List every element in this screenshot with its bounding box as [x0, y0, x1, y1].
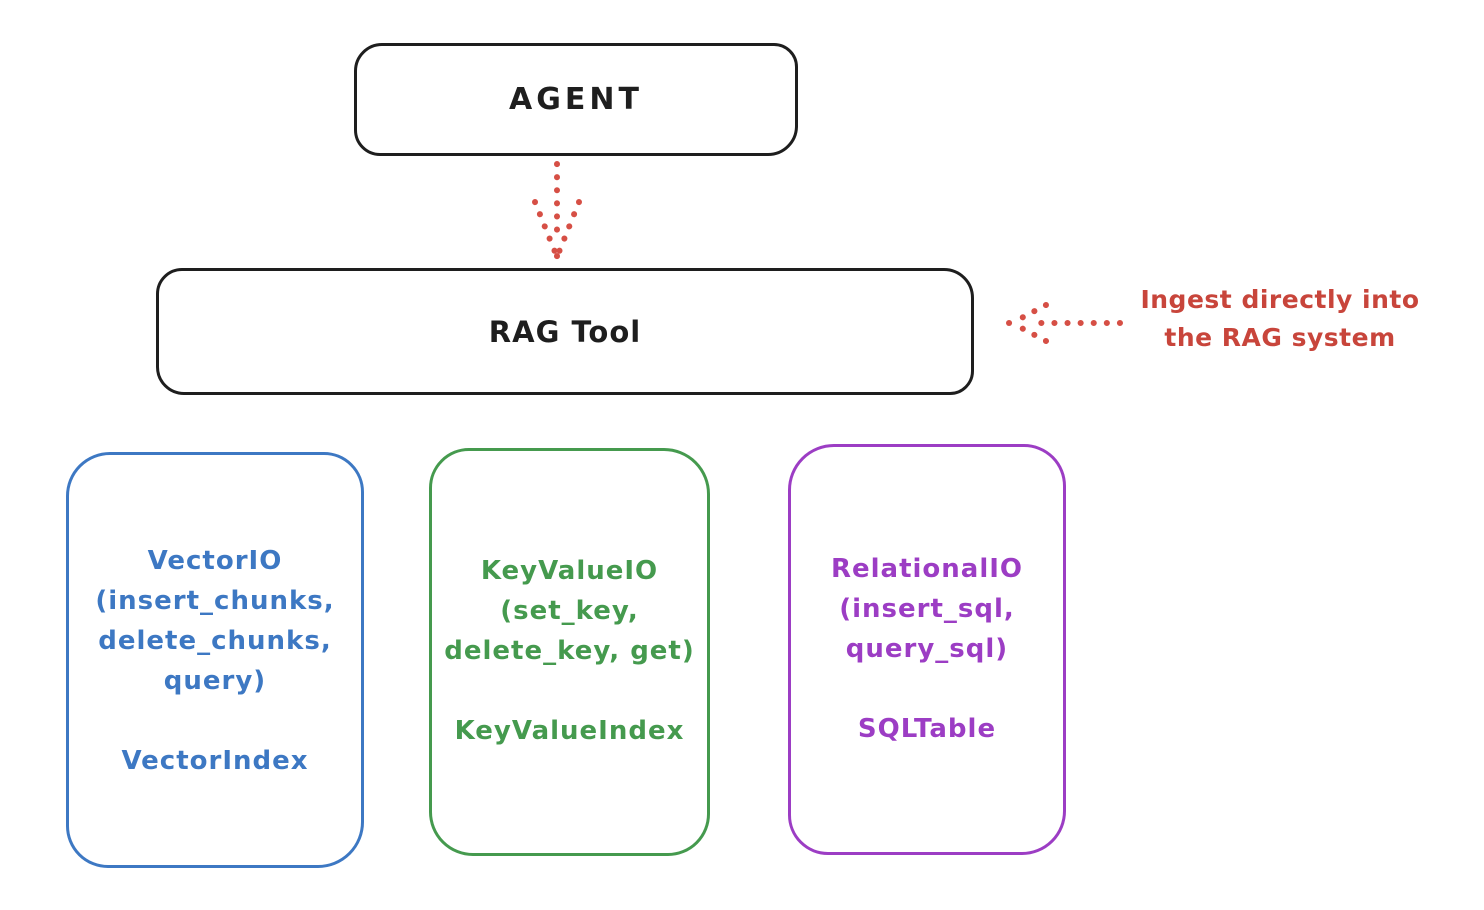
- relational-io-box: RelationalIO (insert_sql, query_sql) SQL…: [788, 444, 1066, 855]
- relational-io-title-line: RelationalIO: [830, 554, 1024, 584]
- vector-io-methods-line: (insert_chunks,: [95, 586, 335, 616]
- ingest-annotation: Ingest directly into the RAG system: [1120, 281, 1440, 357]
- keyvalue-io-box: KeyValueIO (set_key, delete_key, get) Ke…: [429, 448, 710, 856]
- agent-to-ragtool-dotted-arrow-down-icon: [532, 161, 582, 260]
- sql-table-label: SQLTable: [857, 714, 997, 744]
- keyvalue-io-title-line: KeyValueIO: [480, 556, 659, 586]
- vector-io-methods-line: delete_chunks,: [98, 626, 332, 656]
- rag-tool-box: RAG Tool: [156, 268, 974, 395]
- rag-tool-label: RAG Tool: [488, 314, 642, 349]
- keyvalue-index-label: KeyValueIndex: [454, 716, 685, 746]
- annotation-dotted-arrow-left-icon: [1006, 302, 1123, 344]
- agent-box: AGENT: [354, 43, 798, 156]
- ingest-annotation-line-1: Ingest directly into: [1140, 285, 1420, 314]
- keyvalue-io-methods-line: delete_key, get): [444, 636, 695, 666]
- keyvalue-io-methods-line: (set_key,: [500, 596, 639, 626]
- vector-io-title-line: VectorIO: [147, 546, 283, 576]
- relational-io-methods-line: query_sql): [845, 634, 1009, 664]
- vector-io-methods-line: query): [163, 666, 267, 696]
- relational-io-methods-line: (insert_sql,: [839, 594, 1015, 624]
- vector-index-label: VectorIndex: [121, 746, 309, 776]
- ingest-annotation-line-2: the RAG system: [1164, 323, 1396, 352]
- agent-label: AGENT: [509, 82, 643, 117]
- vector-io-box: VectorIO (insert_chunks, delete_chunks, …: [66, 452, 364, 868]
